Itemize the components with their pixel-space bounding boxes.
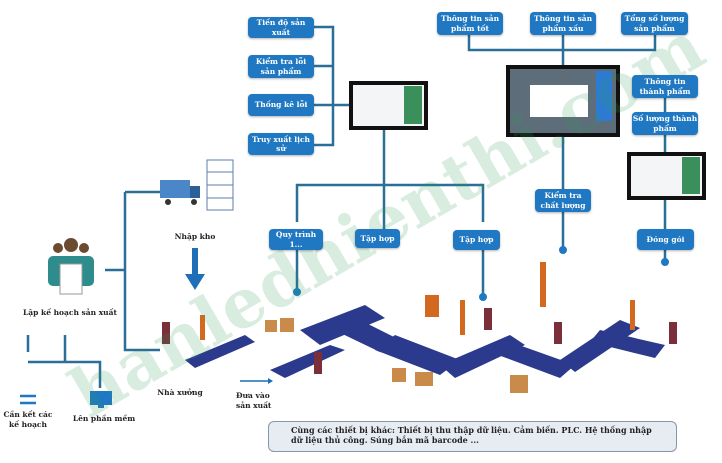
label-len-phan-mem: Lên phần mềm xyxy=(72,414,136,423)
box-sp-xau[interactable]: Thông tin sản phẩm xấu xyxy=(530,12,596,35)
sync-icon xyxy=(20,394,36,405)
box-quy-trinh[interactable]: Quy trình 1... xyxy=(269,229,323,250)
box-tien-do[interactable]: Tiến độ sản xuất xyxy=(248,17,314,38)
box-sp-tot[interactable]: Thông tin sản phẩm tốt xyxy=(437,12,503,35)
monitor-icon xyxy=(349,65,706,200)
box-truy-xuat[interactable]: Truy xuất lịch sử xyxy=(248,133,314,155)
robot-arm-icon xyxy=(200,262,635,340)
warehouse-icon xyxy=(206,159,234,211)
box-kiem-tra-chat-luong[interactable]: Kiểm tra chất lượng xyxy=(535,189,591,212)
box-thong-ke-loi[interactable]: Thống kê lỗi xyxy=(248,94,314,116)
label-can-ket: Cần kết các kế hoạch xyxy=(3,410,53,429)
box-kiem-tra-loi[interactable]: Kiểm tra lỗi sản phẩm xyxy=(248,55,314,78)
planning-team-icon xyxy=(48,238,94,295)
box-thong-tin-thanh-pham[interactable]: Thông tin thành phẩm xyxy=(632,75,698,98)
label-nha-xuong: Nhà xưởng xyxy=(157,388,203,397)
box-tap-hop-1[interactable]: Tập hợp xyxy=(355,229,400,248)
box-dong-goi[interactable]: Đóng gói xyxy=(637,229,694,250)
worker-icon xyxy=(162,308,677,374)
truck-icon xyxy=(160,180,200,205)
boxes-icon xyxy=(265,318,528,393)
box-so-luong-thanh-pham[interactable]: Số lượng thành phẩm xyxy=(632,112,698,135)
label-lap-ke-hoach: Lập kế hoạch sản xuất xyxy=(23,308,117,317)
label-dua-vao: Đưa vào sản xuất xyxy=(236,391,272,410)
software-monitor-icon xyxy=(90,391,112,408)
arrow-down-icon xyxy=(185,248,205,290)
label-nhap-kho: Nhập kho xyxy=(174,232,216,241)
box-tap-hop-2[interactable]: Tập hợp xyxy=(453,230,500,250)
note-box: Cùng các thiết bị khác: Thiết bị thu thậ… xyxy=(268,421,677,452)
box-tong-so-luong[interactable]: Tổng số lượng sản phẩm xyxy=(621,12,688,35)
conveyor-belt xyxy=(185,305,665,378)
